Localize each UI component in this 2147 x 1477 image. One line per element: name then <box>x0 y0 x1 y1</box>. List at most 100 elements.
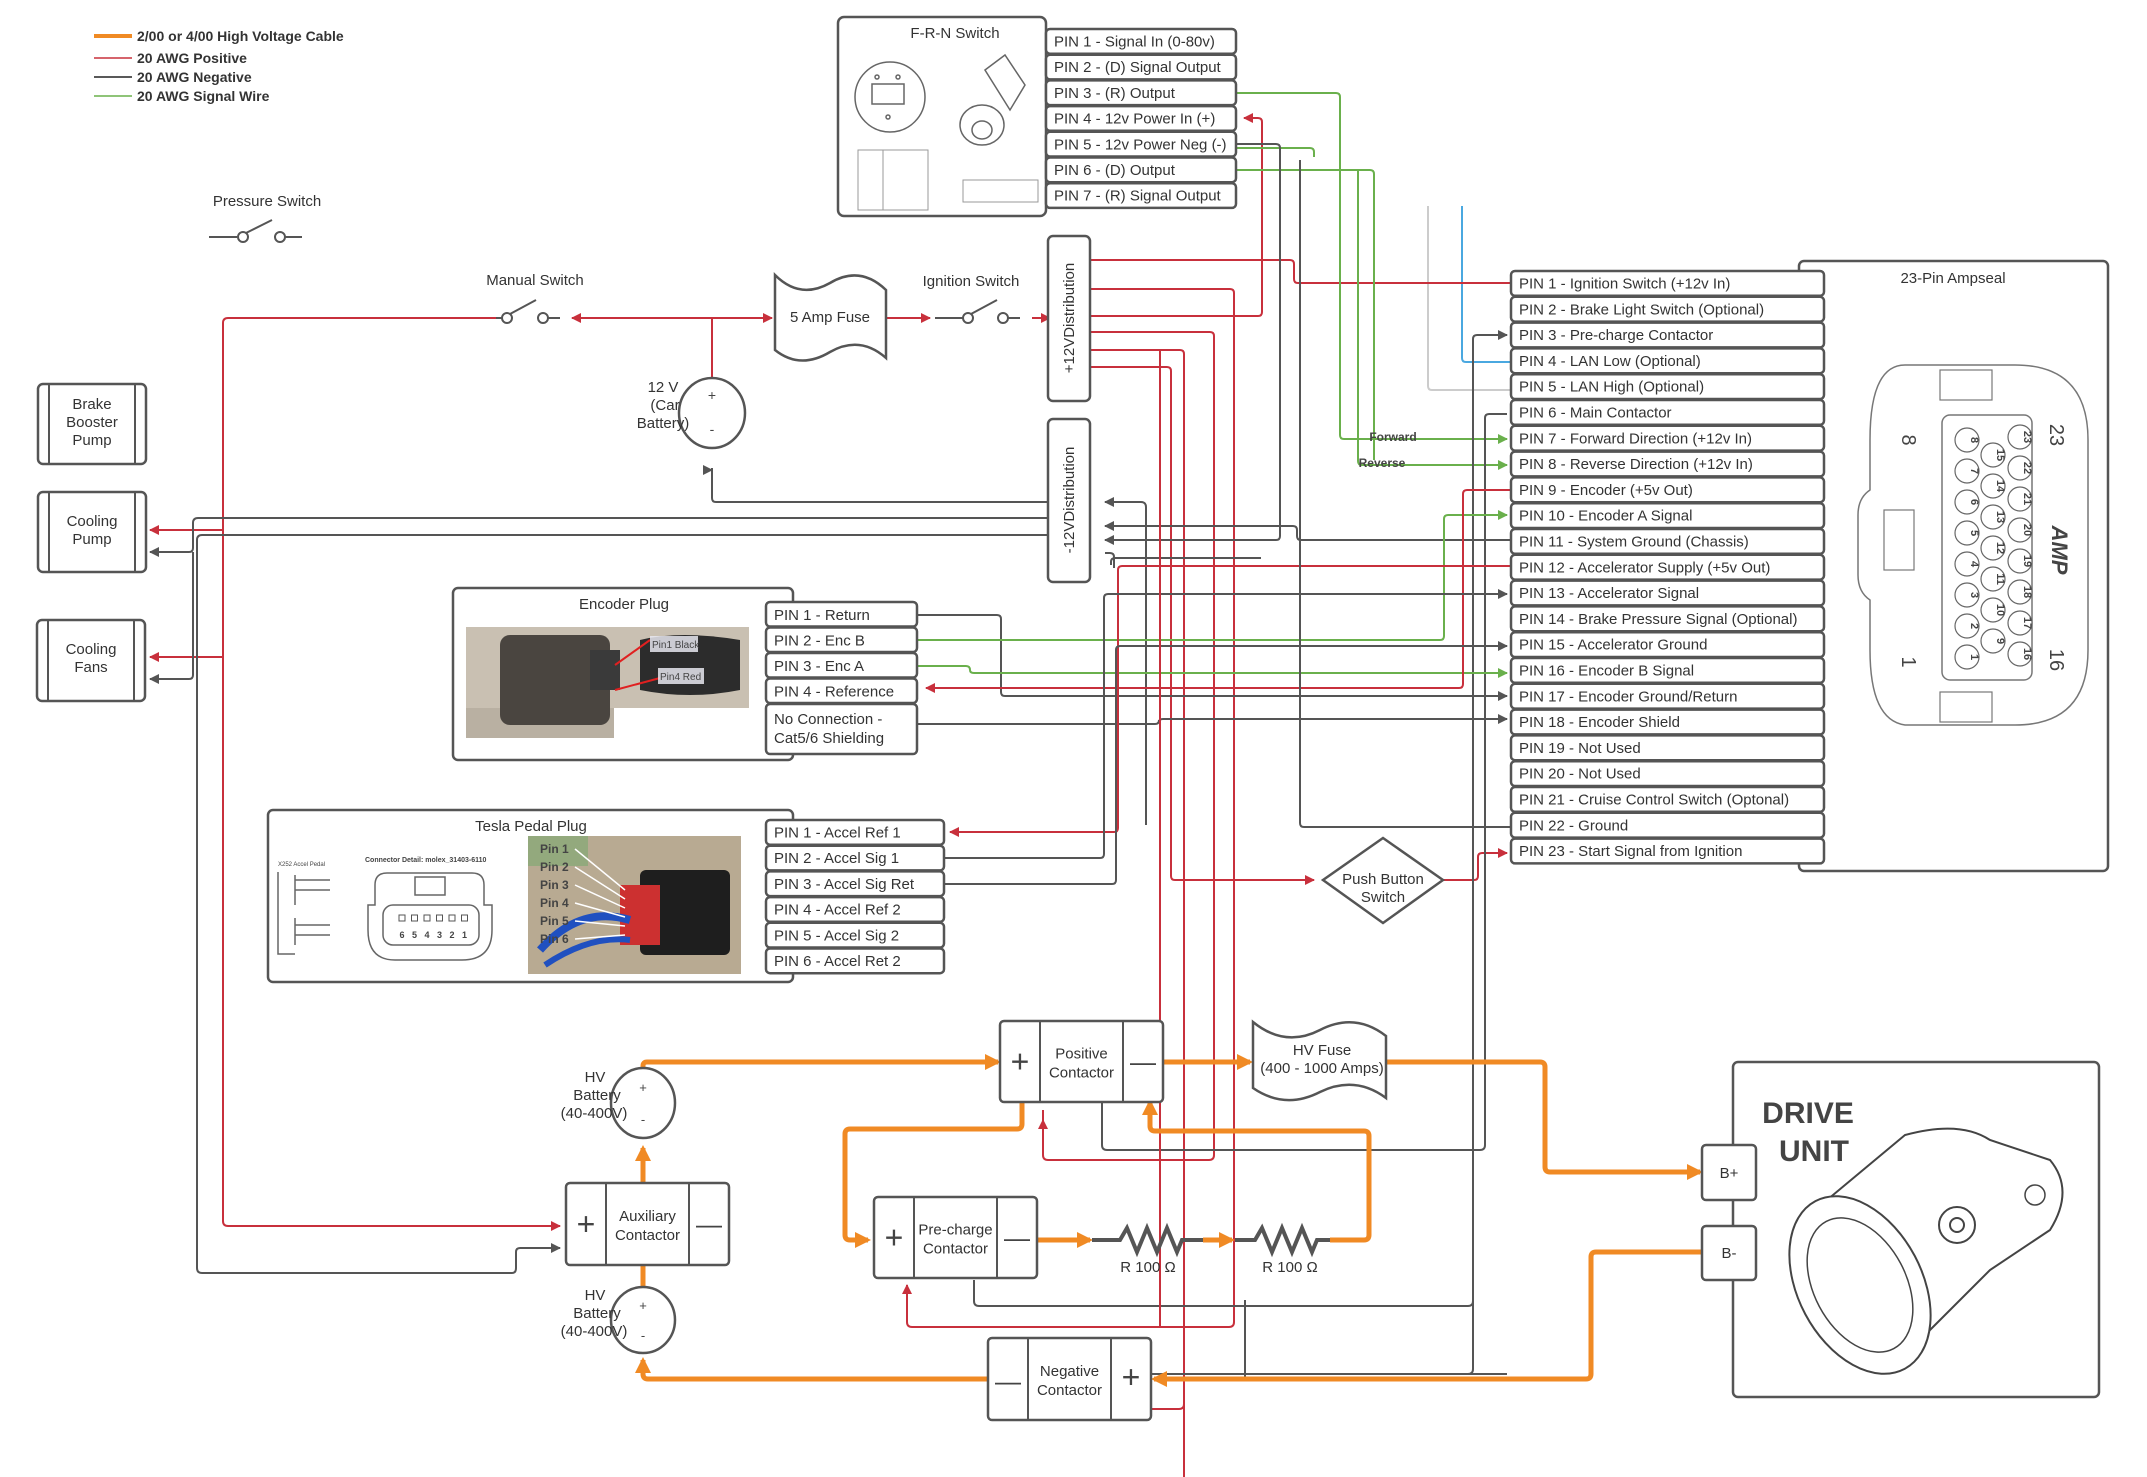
battery-12v: + - 12 V (Car Battery) <box>637 376 747 450</box>
ignition-switch[interactable]: Ignition Switch <box>923 273 1020 324</box>
ampseal-cavity-20 <box>2007 517 2033 543</box>
encoder-pin-3: PIN 3 - Enc A <box>764 651 919 679</box>
molex-pin-number: 2 <box>449 930 454 940</box>
b-minus-terminal <box>1700 1224 1758 1282</box>
wire-system-ground <box>1104 521 1511 541</box>
ampseal-cavity-2 <box>1954 613 1980 639</box>
encoder-pin-label-line1: No Connection - <box>774 711 882 728</box>
ampseal-pin-8: PIN 8 - Reverse Direction (+12v In) <box>1509 450 1826 478</box>
push-button-shape[interactable] <box>1320 836 1446 925</box>
wire-to-neg-dist-a <box>1104 497 1147 825</box>
wire-frn-d-output <box>1236 169 1375 460</box>
molex-cavity <box>448 914 456 922</box>
encoder-pin-1: PIN 1 - Return <box>764 600 919 628</box>
hv-battery-upper: + - HV Battery (40-400V) <box>561 1066 677 1140</box>
pedal-pin-5: PIN 5 - Accel Sig 2 <box>764 921 946 949</box>
push-button-label-2: Switch <box>1361 889 1405 906</box>
pedal-pin-4: PIN 4 - Accel Ref 2 <box>764 895 946 924</box>
ampseal-pin-3: PIN 3 - Pre-charge Contactor <box>1509 321 1826 349</box>
ampseal-cavity-5 <box>1954 520 1980 546</box>
wire-accel-sig1 <box>944 589 1508 859</box>
encoder-photo-label-1: Pin1 Black <box>652 640 700 651</box>
pedal-photo-label: Pin 2 <box>540 860 569 874</box>
manual-switch-icon <box>496 299 560 324</box>
ampseal-pin-20: PIN 20 - Not Used <box>1509 759 1826 788</box>
wire-enc-return <box>917 614 1508 701</box>
ampseal-pin-label: PIN 10 - Encoder A Signal <box>1519 508 1692 525</box>
frn-connector-face-icon <box>854 61 926 133</box>
ampseal-cavity-19 <box>2007 548 2033 574</box>
frn-pin-label: PIN 3 - (R) Output <box>1054 85 1176 102</box>
pressure-switch[interactable]: Pressure Switch <box>209 193 321 243</box>
wire-enc-shield <box>917 714 1508 725</box>
wire-aux-contactor-neg <box>196 534 1048 1274</box>
positive-contactor-label-2: Contactor <box>1049 1065 1114 1082</box>
pedal-pin-2: PIN 2 - Accel Sig 1 <box>764 844 946 872</box>
precharge-contactor-label-1: Pre-charge <box>918 1222 992 1239</box>
ampseal-pin-5: PIN 5 - LAN High (Optional) <box>1509 372 1826 401</box>
ampseal-cavity-6 <box>1954 489 1980 515</box>
b-minus-label: B- <box>1722 1245 1737 1262</box>
cooling-pump: Cooling Pump <box>36 490 148 574</box>
ampseal-cavity-14 <box>1980 473 2006 499</box>
ampseal-pin-14: PIN 14 - Brake Pressure Signal (Optional… <box>1509 605 1826 633</box>
ampseal-cavity-number: 6 <box>1968 499 1980 505</box>
legend-hv-label: 2/00 or 4/00 High Voltage Cable <box>137 28 344 44</box>
resistor-2-label: R 100 Ω <box>1262 1259 1317 1276</box>
ampseal-cavity-number: 4 <box>1968 561 1980 568</box>
auxiliary-contactor-label-1: Auxiliary <box>619 1208 676 1225</box>
frn-pin-5: PIN 5 - 12v Power Neg (-) <box>1044 130 1238 158</box>
molex-cavity <box>461 914 468 922</box>
ampseal-cavity-number: 11 <box>1994 573 2006 585</box>
ampseal-cavity-3 <box>1954 582 1980 608</box>
legend-signal-label: 20 AWG Signal Wire <box>137 88 270 104</box>
pedal-photo-label: Pin 4 <box>540 896 569 910</box>
push-button-switch[interactable]: Push Button Switch <box>1320 836 1446 925</box>
manual-switch[interactable]: Manual Switch <box>486 272 584 324</box>
wire-frn-pin5-neg <box>1104 143 1281 545</box>
ampseal-pin-18: PIN 18 - Encoder Shield <box>1509 708 1826 736</box>
ampseal-pin-23: PIN 23 - Start Signal from Ignition <box>1509 837 1826 865</box>
ampseal-pin-19: PIN 19 - Not Used <box>1509 734 1826 762</box>
ampseal-cavity-21 <box>2007 486 2033 512</box>
molex-pin-number: 6 <box>399 930 404 940</box>
ampseal-cavity-16 <box>2007 641 2033 667</box>
molex-pin-number: 3 <box>437 930 442 940</box>
connector-detail-label: Connector Detail: molex_31403-6110 <box>365 857 486 864</box>
hv-to-precharge <box>842 1100 1025 1248</box>
auxiliary-contactor-label-2: Contactor <box>615 1227 680 1244</box>
wire-enc-a <box>917 665 1508 678</box>
ampseal-pin-label: PIN 19 - Not Used <box>1519 740 1641 757</box>
wire-pin6-main <box>1101 413 1507 1151</box>
ampseal-pin-label: PIN 7 - Forward Direction (+12v In) <box>1519 430 1752 447</box>
ampseal-cavity-15 <box>1980 442 2006 468</box>
ampseal-cavity-number: 18 <box>2021 586 2033 598</box>
ampseal-pin-label: PIN 14 - Brake Pressure Signal (Optional… <box>1519 611 1797 628</box>
ampseal-cavity-number: 14 <box>1994 480 2006 493</box>
ampseal-cavity-number: 3 <box>1968 592 1980 598</box>
encoder-pin-label: PIN 1 - Return <box>774 607 870 624</box>
frn-pin-label: PIN 6 - (D) Output <box>1054 162 1176 179</box>
ampseal-cavity-number: 20 <box>2021 524 2033 536</box>
ampseal-pin-10: PIN 10 - Encoder A Signal <box>1509 501 1826 530</box>
battery-12v-label-1: 12 V <box>648 379 679 396</box>
ampseal-pin-21: PIN 21 - Cruise Control Switch (Optonal) <box>1509 785 1826 814</box>
pedal-pin-1: PIN 1 - Accel Ref 1 <box>764 818 946 846</box>
frn-pin-table-icon <box>857 149 1039 211</box>
hv-battery-lower-label-2: Battery <box>573 1305 621 1322</box>
ampseal-title: 23-Pin Ampseal <box>1900 270 2005 287</box>
cooling-fans-label-1: Cooling <box>66 641 117 658</box>
frn-pin-box <box>1044 181 1238 210</box>
fuse-5-amp: 5 Amp Fuse <box>773 271 888 362</box>
cooling-fans: Cooling Fans <box>35 618 147 703</box>
encoder-pin-label: PIN 2 - Enc B <box>774 633 865 650</box>
battery-12v-plus: + <box>708 387 716 403</box>
frn-pin-label: PIN 7 - (R) Signal Output <box>1054 188 1222 205</box>
drive-unit-label-1: DRIVE <box>1762 1097 1854 1130</box>
ampseal-cavity-number: 7 <box>1968 468 1980 474</box>
wire-lan-low <box>1461 206 1511 363</box>
hv-fuse-label-2: (400 - 1000 Amps) <box>1260 1060 1383 1077</box>
brake-booster-label-2: Booster <box>66 414 118 431</box>
